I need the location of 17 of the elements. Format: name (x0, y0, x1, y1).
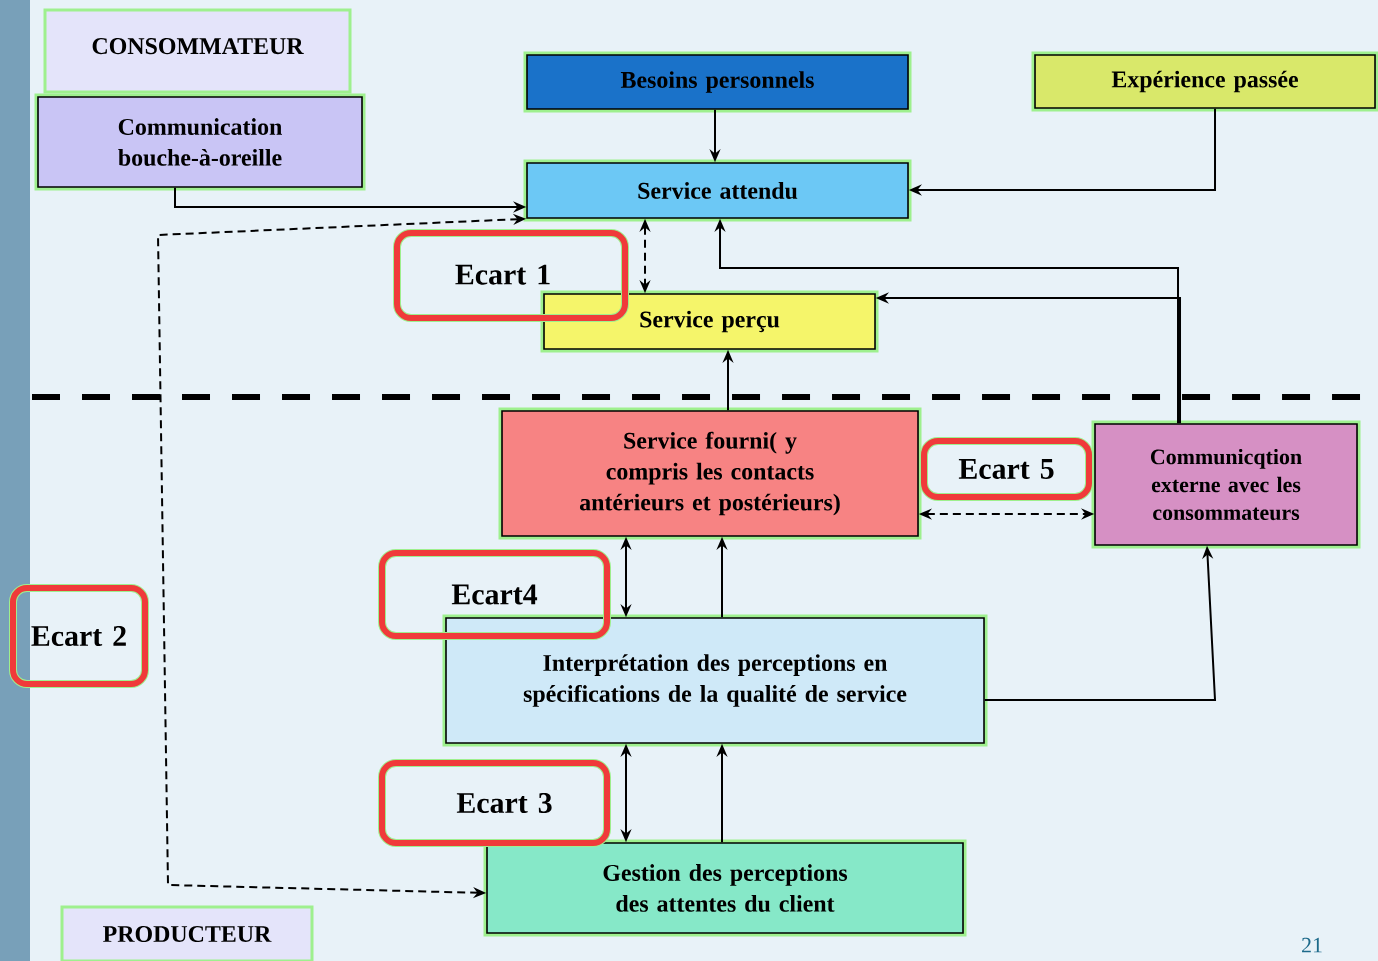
process-box: Communicqtion externe avec les consommateurs (1091, 420, 1361, 549)
gap-callout: Ecart 3 (378, 759, 611, 847)
process-box: Expérience passée (1031, 51, 1378, 112)
process-box: Besoins personnels (523, 51, 912, 113)
band-header: PRODUCTEUR (60, 905, 314, 961)
gap-callout: Ecart4 (378, 549, 611, 640)
process-box: Gestion des perceptions des attentes du client (483, 839, 967, 937)
process-box: Service fourni( y compris les contacts antérieurs et postérieurs) (498, 407, 922, 540)
gap-callout: Ecart 2 (9, 584, 149, 688)
band-header: CONSOMMATEUR (43, 8, 352, 94)
gap-callout: Ecart 1 (393, 229, 629, 322)
process-box: Interprétation des perceptions en spécifications de la qualité de service (442, 614, 988, 747)
process-box: Service attendu (523, 159, 912, 222)
gap-callout: Ecart 5 (920, 437, 1093, 501)
page-number: 21 (1302, 937, 1322, 953)
process-box: Service perçu (540, 290, 879, 353)
process-box: Communication bouche-à-oreille (34, 93, 366, 191)
